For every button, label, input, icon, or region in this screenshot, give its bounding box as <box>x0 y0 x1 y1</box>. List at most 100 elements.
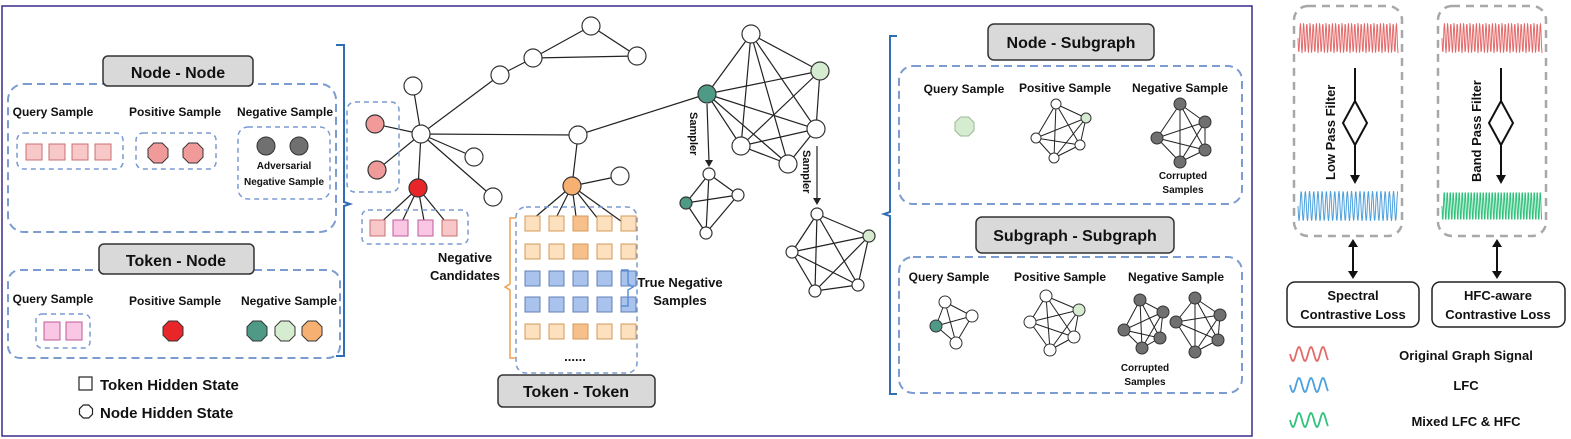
token-state-legend-square <box>78 376 93 391</box>
token-square <box>572 270 589 287</box>
token-square <box>620 243 637 260</box>
token-grid-box <box>515 206 638 374</box>
subgraph-subgraph-panel <box>898 256 1243 394</box>
token-square <box>596 215 613 232</box>
lfc-wave <box>1297 190 1398 222</box>
node-subgraph-positive-graph <box>1030 98 1092 164</box>
loss-arrowhead <box>1348 271 1358 279</box>
graph-edge <box>1035 137 1081 146</box>
graph-node <box>1188 345 1202 359</box>
token-square <box>524 323 541 340</box>
token-square <box>417 219 434 237</box>
band-pass-filter-label: Band Pass Filter <box>1469 80 1484 182</box>
token-node-title-box <box>98 243 255 275</box>
loss-arrowhead <box>1492 271 1502 279</box>
graph-node-green <box>810 61 830 81</box>
hfc-loss-label-1: HFC-aware <box>1464 288 1532 303</box>
sampler-arrowhead <box>705 160 713 167</box>
graph-node <box>1117 323 1131 337</box>
mixed-wave <box>1441 192 1542 220</box>
token-grid <box>524 215 637 340</box>
token-square <box>572 323 589 340</box>
red-node-token-box <box>361 209 469 245</box>
graph-edge <box>1055 103 1087 119</box>
graph-node <box>965 309 979 323</box>
graph-node <box>1198 143 1212 157</box>
subgraph-subgraph-query-label: Query Sample <box>909 270 990 284</box>
token-square <box>572 243 589 260</box>
graph-node <box>1039 289 1053 303</box>
node-node-title-box <box>102 55 254 87</box>
token-square <box>43 321 61 341</box>
true-negative-label-1: True Negative <box>637 275 722 290</box>
loss-arrowhead <box>1348 239 1358 247</box>
sampler-arrowhead <box>813 198 821 205</box>
graph-node <box>1213 308 1227 322</box>
node-subgraph-panel <box>898 65 1243 205</box>
node-subgraph-positive-label: Positive Sample <box>1019 81 1111 95</box>
token-square <box>48 143 66 161</box>
adversarial-label-1: Adversarial <box>257 161 312 172</box>
token-square <box>548 323 565 340</box>
graph-edge <box>1035 117 1087 139</box>
graph-node <box>523 48 543 68</box>
token-square <box>548 296 565 313</box>
graph-node <box>1030 132 1042 144</box>
token-square <box>572 296 589 313</box>
true-negative-label-2: Samples <box>653 293 706 308</box>
pink-node-box <box>346 101 400 193</box>
graph-node <box>490 65 510 85</box>
token-square <box>596 323 613 340</box>
true-negative-bracket <box>621 269 635 307</box>
graph-edge <box>1156 121 1206 139</box>
negative-node-hexagon <box>301 320 323 342</box>
filter-diamond <box>1341 98 1369 148</box>
negative-node <box>256 136 276 156</box>
token-square <box>94 143 112 161</box>
token-square <box>392 219 409 237</box>
negative-candidates-bracket <box>503 217 516 359</box>
graph-node <box>1156 305 1170 319</box>
sampler-label-2: Sampler <box>800 150 812 194</box>
legend-original-wave-icon <box>1289 346 1329 362</box>
token-square <box>441 219 458 237</box>
adversarial-label-2: Negative Sample <box>244 177 324 188</box>
hfc-loss-label-2: Contrastive Loss <box>1445 307 1550 322</box>
graph-edge <box>1035 103 1057 139</box>
band-pass-filter-panel <box>1436 4 1548 238</box>
token-ellipsis: ...... <box>564 349 586 364</box>
loss-arrowhead <box>1492 239 1502 247</box>
graph-edge <box>1055 103 1081 146</box>
graph-node <box>1135 341 1149 355</box>
node-subgraph-corrupted-1: Corrupted <box>1159 171 1207 182</box>
legend-lfc: LFC <box>1453 378 1479 393</box>
positive-node-hexagon <box>147 142 169 164</box>
graph-node-red <box>408 178 428 198</box>
token-square <box>548 215 565 232</box>
graph-node <box>851 278 865 292</box>
node-node-negative-label: Negative Sample <box>237 105 333 119</box>
token-square <box>548 243 565 260</box>
graph-node-green <box>862 229 876 243</box>
graph-node <box>741 24 761 44</box>
subgraph-subgraph-negative-graph <box>1169 291 1227 359</box>
node-subgraph-query-label: Query Sample <box>924 82 1005 96</box>
graph-node <box>568 125 588 145</box>
graph-node <box>778 154 798 174</box>
graph-node <box>1080 112 1092 124</box>
token-square <box>65 321 83 341</box>
graph-node <box>581 16 601 36</box>
graph-edge <box>1194 297 1219 341</box>
sampler-label-1: Sampler <box>687 112 699 156</box>
graph-node <box>1211 333 1225 347</box>
node-node-query-box <box>16 132 124 170</box>
graph-node <box>1074 139 1086 151</box>
negative-node <box>289 136 309 156</box>
graph-node <box>1133 293 1147 307</box>
legend-lfc-wave-icon <box>1289 377 1329 393</box>
subgraph-subgraph-positive-graph <box>1023 289 1086 357</box>
graph-node <box>1067 330 1081 344</box>
hfc-loss-box <box>1431 281 1566 328</box>
graph-edge <box>1179 121 1206 163</box>
token-square <box>548 270 565 287</box>
